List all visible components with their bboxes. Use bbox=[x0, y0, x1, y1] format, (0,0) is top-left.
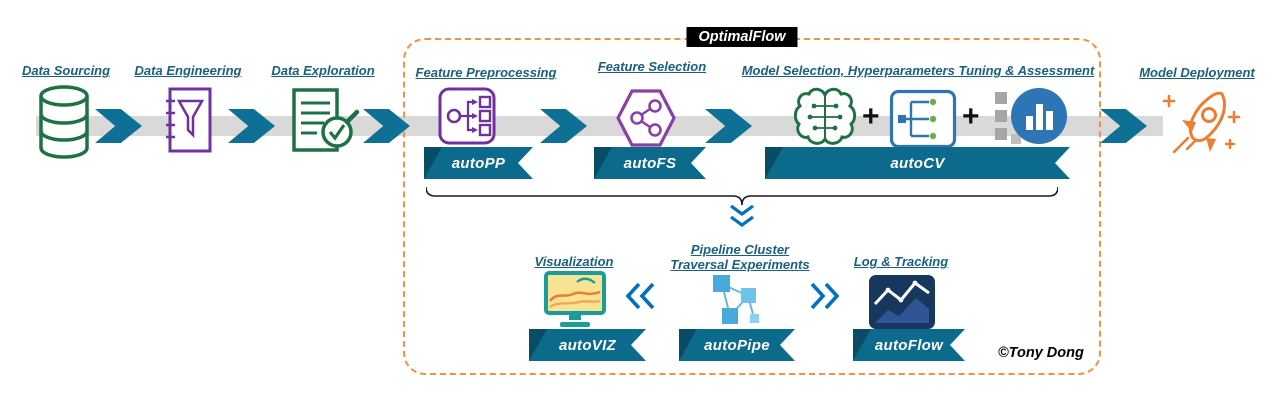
curly-brace bbox=[426, 186, 1058, 206]
label-data-sourcing: Data Sourcing bbox=[21, 63, 111, 78]
chevron-left-icon bbox=[626, 283, 655, 309]
label-pipeline-cluster: Pipeline Cluster Traversal Experiments bbox=[670, 242, 809, 272]
plus-sign: + bbox=[962, 100, 980, 133]
banner-autoflow-label: autoFlow bbox=[874, 336, 944, 354]
hexagon-network-icon bbox=[616, 89, 676, 147]
line-chart-icon bbox=[869, 275, 935, 329]
label-model-selection: Model Selection, Hyperparameters Tuning … bbox=[741, 63, 1095, 78]
banner-autocv: autoCV bbox=[765, 147, 1070, 179]
copyright-text: ©Tony Dong bbox=[998, 345, 1084, 361]
database-icon bbox=[39, 85, 89, 159]
chevron-right-icon bbox=[810, 283, 839, 309]
banner-fold bbox=[424, 147, 442, 179]
banner-autopp: autoPP bbox=[424, 147, 533, 179]
cluster-network-icon bbox=[713, 275, 759, 324]
label-visualization: Visualization bbox=[534, 254, 614, 269]
banner-fold bbox=[765, 147, 783, 179]
label-data-exploration: Data Exploration bbox=[271, 63, 375, 78]
preprocessing-icon bbox=[438, 87, 496, 145]
brain-icon bbox=[793, 87, 857, 145]
label-data-engineering: Data Engineering bbox=[134, 63, 242, 78]
rocket-icon bbox=[1162, 91, 1241, 154]
plus-sign: + bbox=[862, 100, 880, 133]
banner-autopipe: autoPipe bbox=[679, 329, 795, 361]
funnel-document-icon bbox=[166, 87, 212, 153]
banner-fold bbox=[679, 329, 697, 361]
label-log-tracking: Log & Tracking bbox=[853, 254, 949, 269]
banner-autocv-label: autoCV bbox=[890, 154, 945, 172]
banner-autopp-label: autoPP bbox=[451, 154, 506, 172]
optimalflow-title-badge: OptimalFlow bbox=[686, 27, 798, 47]
banner-autofs-label: autoFS bbox=[623, 154, 677, 172]
label-pipeline-cluster-line1: Pipeline Cluster bbox=[690, 242, 790, 257]
bar-chart-circle-icon bbox=[995, 88, 1067, 144]
banner-autofs: autoFS bbox=[594, 147, 706, 179]
banner-fold bbox=[594, 147, 612, 179]
monitor-chart-icon bbox=[544, 271, 606, 327]
label-feature-preprocessing: Feature Preprocessing bbox=[415, 65, 557, 80]
document-search-icon bbox=[292, 88, 360, 152]
decision-tree-icon bbox=[889, 89, 957, 149]
banner-autoviz-label: autoVIZ bbox=[558, 336, 617, 354]
banner-fold bbox=[853, 329, 871, 361]
banner-autoviz: autoVIZ bbox=[529, 329, 646, 361]
banner-autopipe-label: autoPipe bbox=[704, 336, 770, 354]
banner-autoflow: autoFlow bbox=[853, 329, 965, 361]
label-model-deployment: Model Deployment bbox=[1139, 65, 1255, 80]
banner-fold bbox=[529, 329, 547, 361]
chevron-down-icon bbox=[730, 205, 754, 227]
label-feature-selection: Feature Selection bbox=[597, 59, 707, 74]
label-pipeline-cluster-line2: Traversal Experiments bbox=[670, 257, 810, 272]
